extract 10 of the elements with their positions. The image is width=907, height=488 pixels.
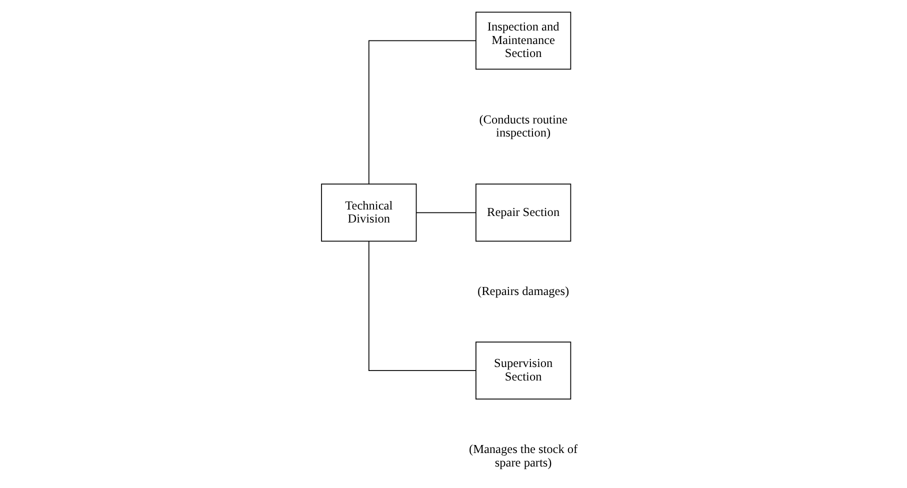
connector [368, 40, 476, 184]
node-box: Technical Division [320, 184, 416, 242]
connector [416, 212, 476, 214]
node-box: Supervision Section [475, 342, 571, 400]
node-label: (Repairs damages) [477, 284, 569, 298]
node-box: Repair Section [475, 184, 571, 242]
connector [368, 240, 476, 371]
node-label: (Conducts routine inspection) [478, 112, 567, 140]
node-box: Inspection and Maintenance Section [475, 12, 571, 70]
node-label: (Manages the stock of spare parts) [468, 442, 578, 470]
